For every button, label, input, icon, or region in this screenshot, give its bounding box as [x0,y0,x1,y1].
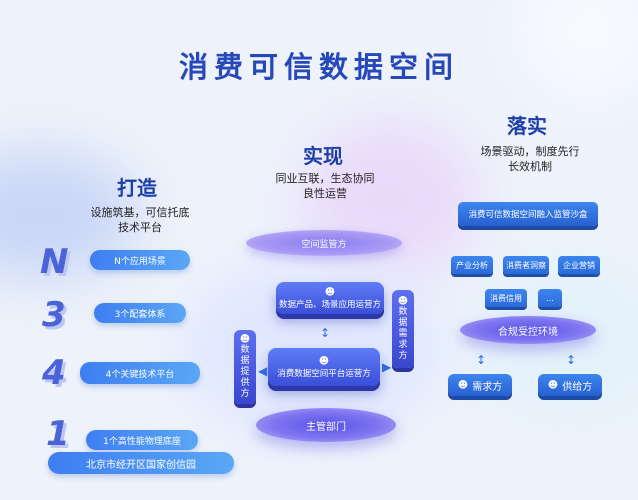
right-subtitle-line-2: 长效机制 [508,160,552,173]
demand-char-3: 需 [398,329,408,339]
layer-number-3: 3 [42,295,66,335]
user-icon: ☻ [324,286,336,298]
left-subtitle-line-1: 设施筑基，可信托底 [90,206,190,219]
middle-subtitle-line-1: 同业互联，生态协同 [275,172,375,185]
data-demand-tower: ☻ 数 据 需 求 方 [392,290,414,368]
middle-subtitle: 同业互联，生态协同 良性运营 [250,171,400,201]
layer-apps: N个应用场景 [90,250,190,270]
provider-char-1: 数 [240,345,250,355]
layer-number-n: N [40,242,69,282]
layer-infrastructure: 1个高性能物理底座 [86,430,198,450]
provider-char-5: 方 [240,389,250,399]
demand-party-box: ☻ 需求方 [448,374,512,396]
supply-party-box: ☻ 供给方 [538,374,602,396]
box-more: ... [538,289,562,307]
compliance-environment: 合规受控环境 [460,316,596,344]
demand-party-label: 需求方 [472,381,503,393]
user-icon: ☻ [547,379,559,391]
middle-subtitle-line-2: 良性运营 [303,187,347,200]
layer-platforms: 4个关键技术平台 [80,362,200,384]
left-subtitle: 设施筑基，可信托底 技术平台 [70,205,210,235]
box-consumer-credit: 消费信用 [485,289,527,307]
left-heading: 打造 [117,176,157,200]
layer-number-1: 1 [46,414,70,454]
demand-char-2: 据 [398,318,408,328]
left-arrow: ◀ [258,364,268,378]
provider-char-4: 供 [240,378,250,388]
authority-plate: 主管部门 [256,408,396,442]
user-icon: ☻ [397,296,409,307]
right-subtitle: 场景驱动，制度先行 长效机制 [455,144,605,174]
base-label: 北京市经开区国家创信园 [48,452,234,474]
page-title: 消费可信数据空间 [178,50,459,84]
user-icon: ☻ [239,334,251,345]
platform-operator-label: 消费数据空间平台运营方 [277,368,371,379]
left-subtitle-line-2: 技术平台 [118,221,162,234]
layer-systems: 3个配套体系 [94,303,186,323]
box-enterprise-marketing: 企业营销 [558,256,600,274]
supply-party-label: 供给方 [562,381,593,393]
product-operator-box: ☻ 数据产品、场景应用运营方 [276,282,384,314]
box-industry-analysis: 产业分析 [451,256,493,274]
demand-char-4: 求 [398,340,408,350]
platform-operator-box: ☻ 消费数据空间平台运营方 [268,348,380,386]
vertical-arrow-supply: ↕ [566,353,577,367]
data-provider-tower: ☻ 数 据 提 供 方 [234,330,256,404]
vertical-double-arrow: ↕ [320,326,331,340]
box-consumer-insight: 消费者洞察 [503,256,549,274]
sandbox-box: 消费可信数据空间融入监管沙盒 [458,202,598,226]
user-icon: ☻ [457,379,469,391]
right-arrow: ▶ [382,360,392,374]
vertical-arrow-demand: ↕ [476,353,487,367]
middle-heading: 实现 [303,144,343,168]
user-icon: ☻ [318,355,330,367]
layer-number-4: 4 [42,353,66,393]
demand-char-1: 数 [398,307,408,317]
product-operator-label: 数据产品、场景应用运营方 [278,299,381,310]
provider-char-2: 据 [240,356,250,366]
right-heading: 落实 [507,114,547,138]
space-supervisor: 空间监管方 [246,230,402,256]
demand-char-5: 方 [398,351,408,361]
provider-char-3: 提 [240,367,250,377]
right-subtitle-line-1: 场景驱动，制度先行 [480,145,580,158]
